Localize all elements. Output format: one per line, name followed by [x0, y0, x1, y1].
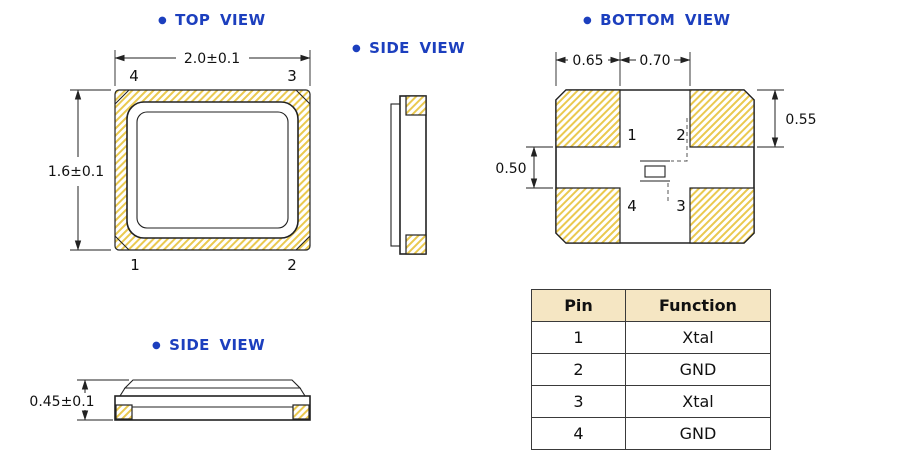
table-row: 3 Xtal: [531, 385, 771, 418]
side-view-lower-label: ● SIDE VIEW: [152, 336, 265, 354]
bullet-icon: ●: [152, 340, 162, 351]
corner-chamfer: [295, 89, 311, 105]
side-upper-body: [399, 95, 427, 255]
side-view-lower-drawing: 0.45±0.1: [29, 379, 311, 421]
pin-cell: 3: [531, 385, 626, 418]
bottom-view-pad-height-text: 0.55: [785, 112, 816, 128]
connection-dashed-line: [671, 118, 688, 162]
bottom-view-pad-width-text: 0.65: [572, 53, 603, 69]
bottom-view-pad-height-dimension: 0.55: [757, 89, 817, 148]
top-view-pin-bottom-right: 2: [287, 256, 297, 274]
side-upper-lid-edge: [390, 103, 401, 247]
function-cell: Xtal: [625, 385, 771, 418]
top-view-height-dim-text: 1.6±0.1: [48, 164, 104, 180]
top-view-pin-top-left: 4: [129, 67, 139, 85]
side-lower-base: [114, 395, 311, 421]
bottom-view-pad-gap-text: 0.70: [639, 53, 670, 69]
function-cell: Xtal: [625, 321, 771, 354]
pin-cell: 4: [531, 417, 626, 450]
bottom-pad-1: [555, 89, 621, 148]
top-view-label: ● TOP VIEW: [158, 11, 266, 29]
bottom-view-drawing: 0.65 0.70 1 2 4 3: [495, 52, 817, 244]
top-view-height-dimension: 1.6±0.1: [48, 89, 111, 251]
bullet-icon: ●: [583, 15, 593, 26]
top-view-lid: [126, 101, 299, 239]
side-lower-pad-left: [115, 404, 133, 420]
side-view-upper-label: ● SIDE VIEW: [352, 39, 465, 57]
bullet-icon: ●: [158, 15, 168, 26]
side-view-upper-label-text: SIDE VIEW: [369, 39, 466, 57]
corner-chamfer: [295, 235, 311, 251]
side-upper-pad-bottom: [405, 234, 427, 255]
side-lower-lid-step: [119, 387, 306, 397]
corner-chamfer: [114, 89, 130, 105]
function-cell: GND: [625, 417, 771, 450]
pin-function-table: Pin Function 1 Xtal 2 GND 3 Xtal 4 GND: [531, 289, 771, 450]
top-view-width-dimension: 2.0±0.1: [114, 50, 311, 86]
bottom-view-pin-bottom-right: 3: [676, 197, 686, 215]
bottom-pad-4: [555, 187, 621, 244]
table-row: 2 GND: [531, 353, 771, 386]
side-lower-height-text: 0.45±0.1: [29, 394, 94, 410]
table-row: 1 Xtal: [531, 321, 771, 354]
corner-chamfer: [114, 235, 130, 251]
pin-cell: 2: [531, 353, 626, 386]
side-upper-pad-top: [405, 95, 427, 116]
bottom-view-label: ● BOTTOM VIEW: [583, 11, 730, 29]
bullet-icon: ●: [352, 43, 362, 54]
bottom-pad-3: [689, 187, 755, 244]
bottom-view-pin-bottom-left: 4: [627, 197, 637, 215]
bottom-view-label-text: BOTTOM VIEW: [600, 11, 731, 29]
top-view-label-text: TOP VIEW: [175, 11, 266, 29]
side-lower-pad-right: [292, 404, 310, 420]
pin-cell: 1: [531, 321, 626, 354]
top-view-drawing: 2.0±0.1 1.6±0.1 4 3 1 2: [48, 50, 311, 274]
bottom-view-pin-top-right: 2: [676, 126, 686, 144]
pin-column-header: Pin: [531, 289, 626, 322]
side-view-lower-label-text: SIDE VIEW: [169, 336, 266, 354]
bottom-view-row-gap-dimension: 0.50: [495, 146, 553, 189]
side-view-upper-drawing: [390, 95, 427, 255]
function-cell: GND: [625, 353, 771, 386]
bottom-pad-2: [689, 89, 755, 148]
function-column-header: Function: [625, 289, 771, 322]
side-lower-lid-top: [123, 379, 302, 389]
top-view-pin-bottom-left: 1: [130, 256, 140, 274]
side-lower-height-dimension: 0.45±0.1: [29, 379, 129, 421]
top-view-width-dim-text: 2.0±0.1: [184, 51, 240, 67]
table-header-row: Pin Function: [531, 289, 771, 322]
bottom-view-pin-top-left: 1: [627, 126, 637, 144]
bottom-view-row-gap-text: 0.50: [495, 161, 526, 177]
crystal-symbol: [640, 160, 670, 182]
top-view-lid-inner: [136, 111, 289, 229]
top-view-pin-top-right: 3: [287, 67, 297, 85]
table-row: 4 GND: [531, 417, 771, 450]
bottom-view-pad-width-dimension: 0.65 0.70: [555, 52, 691, 86]
